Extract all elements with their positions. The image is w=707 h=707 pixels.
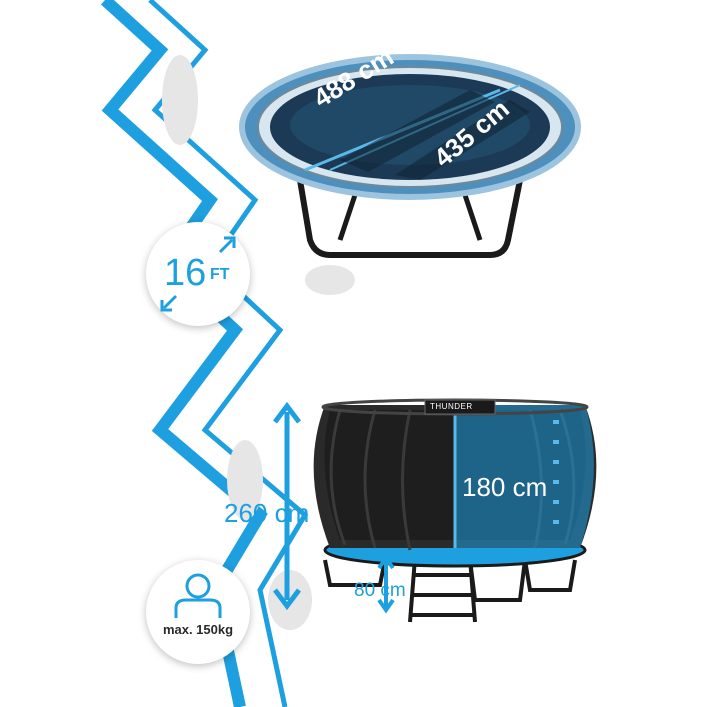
total-height-label: 260 cm bbox=[224, 498, 310, 528]
trampoline-top-view bbox=[239, 54, 581, 258]
ladder bbox=[408, 557, 477, 623]
frame-height-label: 80 cm bbox=[354, 580, 406, 601]
small-vertical-arrow-icon bbox=[377, 554, 395, 614]
jumper-silhouettes bbox=[162, 55, 355, 630]
trampoline-with-net bbox=[313, 398, 597, 623]
brand-label: THUNDER bbox=[430, 402, 473, 411]
user-icon bbox=[174, 573, 222, 618]
max-load-badge: max. 150kg bbox=[146, 560, 250, 664]
size-badge: 16 FT bbox=[146, 222, 250, 326]
max-load-label: max. 150kg bbox=[162, 622, 234, 637]
diagonal-arrows-icon bbox=[160, 236, 236, 312]
vertical-arrow-icon bbox=[273, 401, 301, 611]
net-height-label: 180 cm bbox=[462, 472, 548, 502]
size-unit: FT bbox=[210, 266, 230, 283]
size-number: 16 bbox=[164, 252, 207, 294]
